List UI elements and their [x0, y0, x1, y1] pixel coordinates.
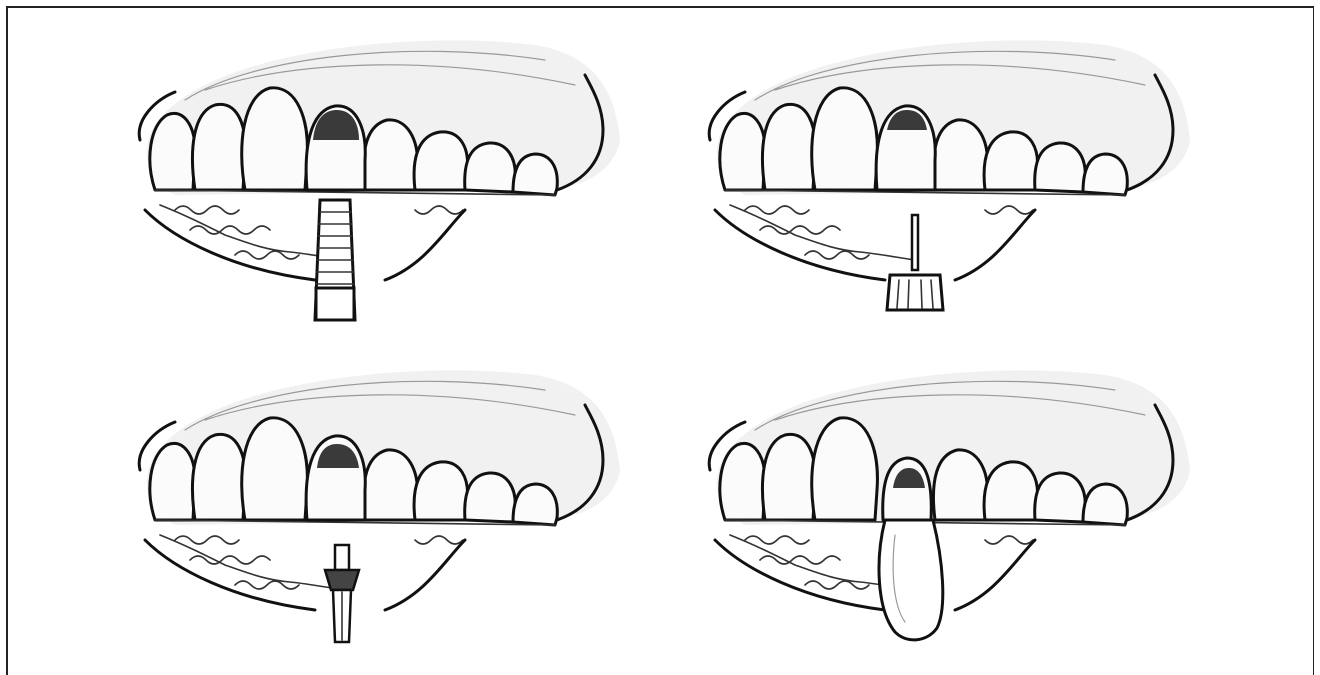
abutment-icon — [325, 545, 359, 642]
implant-screw-icon — [315, 200, 355, 320]
jaw-illustration — [115, 30, 635, 330]
stage-1-implant-panel — [115, 30, 635, 330]
stage-2-healing-cap-panel — [685, 30, 1205, 330]
healing-cap-icon — [887, 215, 943, 310]
crown-icon — [879, 520, 943, 640]
stage-3-abutment-panel — [115, 360, 635, 660]
jaw-illustration — [685, 30, 1205, 330]
jaw-illustration — [115, 360, 635, 660]
stage-4-crown-panel — [685, 360, 1205, 660]
jaw-illustration — [685, 360, 1205, 660]
